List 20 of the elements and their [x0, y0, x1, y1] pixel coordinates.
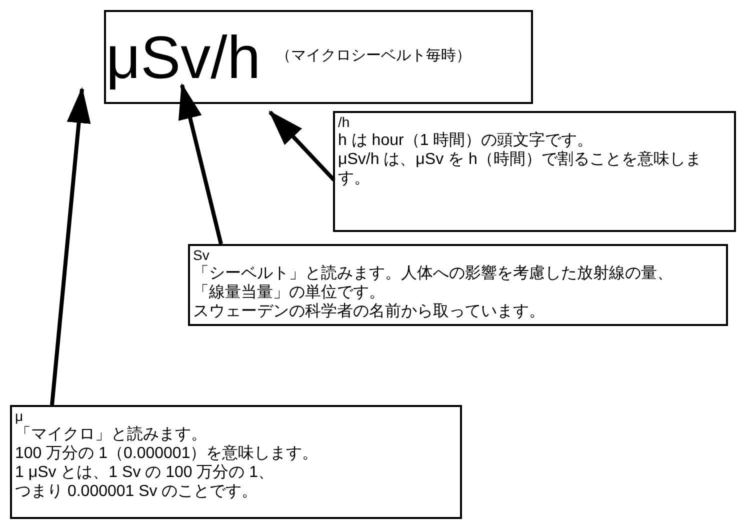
- callout-box: [10, 405, 462, 519]
- callout-box: [188, 244, 728, 326]
- callout-text: h は hour（1 時間）の頭文字です。: [338, 131, 594, 150]
- unit-symbol: μSv/h: [106, 28, 261, 88]
- callout-heading: Sv: [193, 247, 210, 264]
- callout-heading: /h: [338, 114, 351, 131]
- reading-text: （マイクロシーベルト毎時）: [276, 48, 471, 63]
- arrow: [178, 83, 223, 244]
- callout-text: 100 万分の 1（0.000001）を意味します。: [15, 444, 320, 463]
- callout-text: スウェーデンの科学者の名前から取っています。: [193, 302, 546, 321]
- callout-text: 1 μSv とは、1 Sv の 100 万分の 1、: [15, 463, 276, 482]
- callout-box: [333, 111, 736, 232]
- callout-text: 「シーベルト」と読みます。人体への影響を考慮した放射線の量、「線量当量」の単位です。: [193, 264, 674, 302]
- arrow: [50, 87, 91, 406]
- callout-text: 「マイクロ」と読みます。: [15, 425, 208, 444]
- unit-box: [104, 10, 533, 104]
- callout-heading: μ: [15, 408, 24, 425]
- callout-text: つまり 0.000001 Sv のことです。: [15, 482, 259, 501]
- callout-text: μSv/h は、μSv を h（時間）で割ることを意味します。: [338, 150, 702, 188]
- arrow: [268, 110, 336, 182]
